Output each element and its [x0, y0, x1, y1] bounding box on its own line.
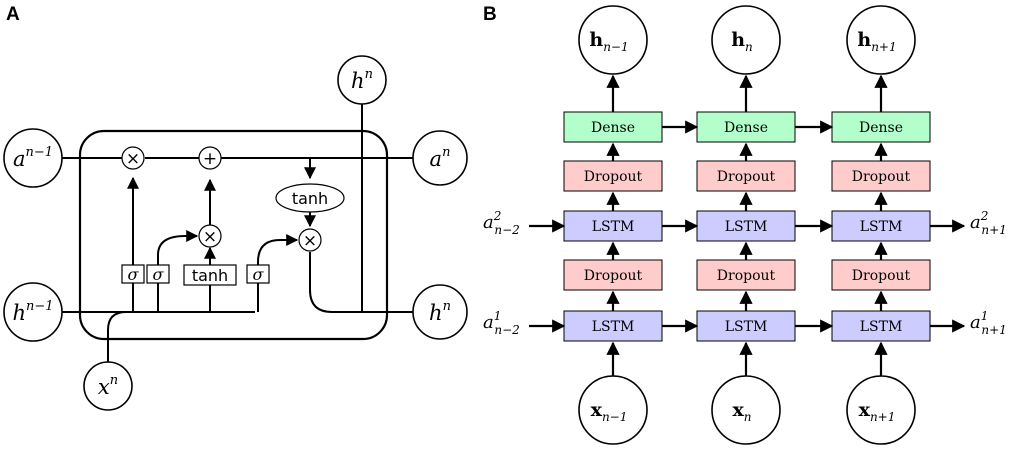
lstm-box-4-2 [831, 310, 931, 342]
input-gate-box [146, 264, 170, 284]
dropout-label-1-2: Dropout [852, 169, 911, 185]
a-prev-node [3, 128, 63, 188]
hidden-output-line [309, 252, 414, 313]
h-prev-node [3, 282, 63, 342]
lstm-label-2-0: LSTM [592, 219, 635, 235]
output-h-label-2: hn+1 [857, 29, 896, 54]
dropout-label-1-1: Dropout [717, 169, 776, 185]
dropout-label-3-2: Dropout [852, 268, 911, 284]
forget-multiply-op [121, 146, 145, 170]
a-next-node [412, 130, 468, 186]
h-top-label: hn [351, 67, 373, 93]
dropout-label-3-0: Dropout [584, 268, 643, 284]
panel-a-label: A [6, 4, 20, 25]
dense-label-0-2: Dense [859, 120, 903, 136]
input-x-label-1: xn [732, 399, 751, 424]
dropout-box-1-1 [696, 160, 796, 192]
dense-label-0-0: Dense [591, 120, 635, 136]
forget-gate-box [121, 264, 145, 284]
gate-sigma-2: σ [153, 265, 165, 284]
lstm-label-2-1: LSTM [725, 219, 768, 235]
x-input-node [83, 361, 133, 411]
h-top-node [337, 55, 387, 105]
lstm-box-2-2 [831, 210, 931, 242]
lstm-box-4-0 [563, 310, 663, 342]
h-prev-label: hn−1 [12, 299, 53, 325]
dropout-box-3-1 [696, 259, 796, 291]
dropout-box-1-0 [563, 160, 663, 192]
dense-box-0-2 [831, 111, 931, 143]
x-input-line [107, 311, 127, 362]
dropout-label-3-1: Dropout [717, 268, 776, 284]
output-multiply-op [298, 228, 322, 252]
dropout-box-3-2 [831, 259, 931, 291]
gate-sigma-1: σ [128, 265, 140, 284]
candidate-gate-box [183, 264, 237, 286]
output-gate-line [257, 234, 299, 312]
lstm-label-4-1: LSTM [725, 319, 768, 335]
output-h-node-2 [846, 5, 916, 75]
a-prev-label: an−1 [13, 145, 53, 171]
lstm-label-4-2: LSTM [860, 319, 903, 335]
h-next-label: hn [429, 299, 451, 325]
input-x-label-0: xn−1 [591, 399, 628, 424]
svg-text:×: × [303, 231, 317, 251]
lstm-label-4-0: LSTM [592, 319, 635, 335]
svg-text:tanh: tanh [292, 189, 328, 208]
input-x-label-2: xn+1 [859, 399, 896, 424]
gate-tanh: tanh [192, 266, 228, 285]
x-input-label: xn [98, 373, 118, 399]
dropout-label-1-0: Dropout [584, 169, 643, 185]
svg-text:+: + [203, 149, 217, 169]
dropout-box-3-0 [563, 259, 663, 291]
panel-b-label: B [483, 4, 497, 25]
output-gate-box [246, 264, 270, 284]
cell-tanh-node [275, 183, 345, 213]
lstm-cell-box [78, 129, 389, 341]
a-next-label: an [430, 145, 451, 171]
dense-label-0-1: Dense [724, 120, 768, 136]
dropout-box-1-2 [831, 160, 931, 192]
lstm-box-4-1 [696, 310, 796, 342]
input-multiply-op [198, 224, 222, 248]
input-gate-line [157, 230, 199, 312]
dense-box-0-0 [563, 111, 663, 143]
output-h-node-0 [578, 5, 648, 75]
stacked-lstm-diagram: hn−1xn−1DenseDropoutLSTMDropoutLSTMhnxnD… [483, 5, 1007, 445]
gate-sigma-3: σ [253, 265, 265, 284]
cell-add-op [198, 146, 222, 170]
output-h-node-1 [711, 5, 781, 75]
output-h-label-1: hn [731, 29, 753, 54]
svg-text:×: × [203, 227, 217, 247]
lstm-label-2-2: LSTM [860, 219, 903, 235]
output-h-label-0: hn−1 [589, 29, 628, 54]
h-next-node [412, 284, 468, 340]
svg-text:×: × [126, 149, 140, 169]
